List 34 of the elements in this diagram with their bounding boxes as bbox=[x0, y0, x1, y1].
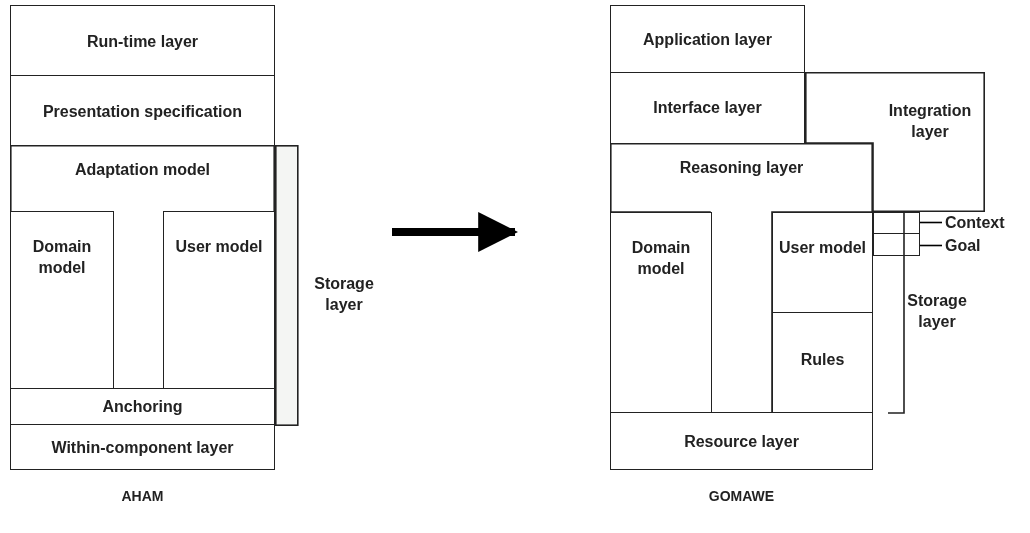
layer-label: Presentation specification bbox=[42, 102, 243, 122]
layer-label: Resource layer bbox=[684, 432, 799, 452]
layer-box bbox=[10, 75, 275, 147]
layer-label: Adaptation model bbox=[74, 160, 211, 180]
layer-label: Anchoring bbox=[102, 397, 183, 417]
layer-label: Application layer bbox=[643, 30, 772, 50]
layer-box bbox=[610, 212, 712, 414]
leader-line bbox=[919, 244, 943, 247]
layer-box bbox=[772, 212, 873, 314]
layer-box bbox=[772, 312, 873, 414]
layer-label: User model bbox=[778, 238, 867, 258]
layer-label: User model bbox=[175, 237, 263, 257]
layer-label: Rules bbox=[800, 350, 845, 370]
layer-label: Storage layer bbox=[313, 274, 375, 315]
layer-box bbox=[610, 72, 805, 145]
layer-label: Storage layer bbox=[906, 291, 968, 332]
layer-label: Run-time layer bbox=[86, 32, 199, 52]
layer-label: Reasoning layer bbox=[679, 158, 804, 178]
leader-line bbox=[919, 221, 943, 224]
layer-box bbox=[610, 412, 873, 470]
layer-label: Within-component layer bbox=[51, 438, 234, 458]
layer-label: Domain model bbox=[31, 237, 93, 278]
layer-label: Integration layer bbox=[887, 101, 973, 142]
diagram-caption: AHAM bbox=[121, 487, 164, 506]
diagram-caption: GOMAWE bbox=[708, 487, 775, 506]
small-box bbox=[873, 233, 920, 256]
layer-box bbox=[610, 5, 805, 74]
layer-box bbox=[10, 5, 275, 77]
layer-label: Domain model bbox=[630, 238, 692, 279]
leader-label: Context bbox=[945, 213, 1005, 233]
layer-box bbox=[10, 388, 275, 426]
leader-label: Goal bbox=[945, 236, 981, 256]
layer-box bbox=[10, 424, 275, 470]
layer-label: Interface layer bbox=[653, 98, 762, 118]
